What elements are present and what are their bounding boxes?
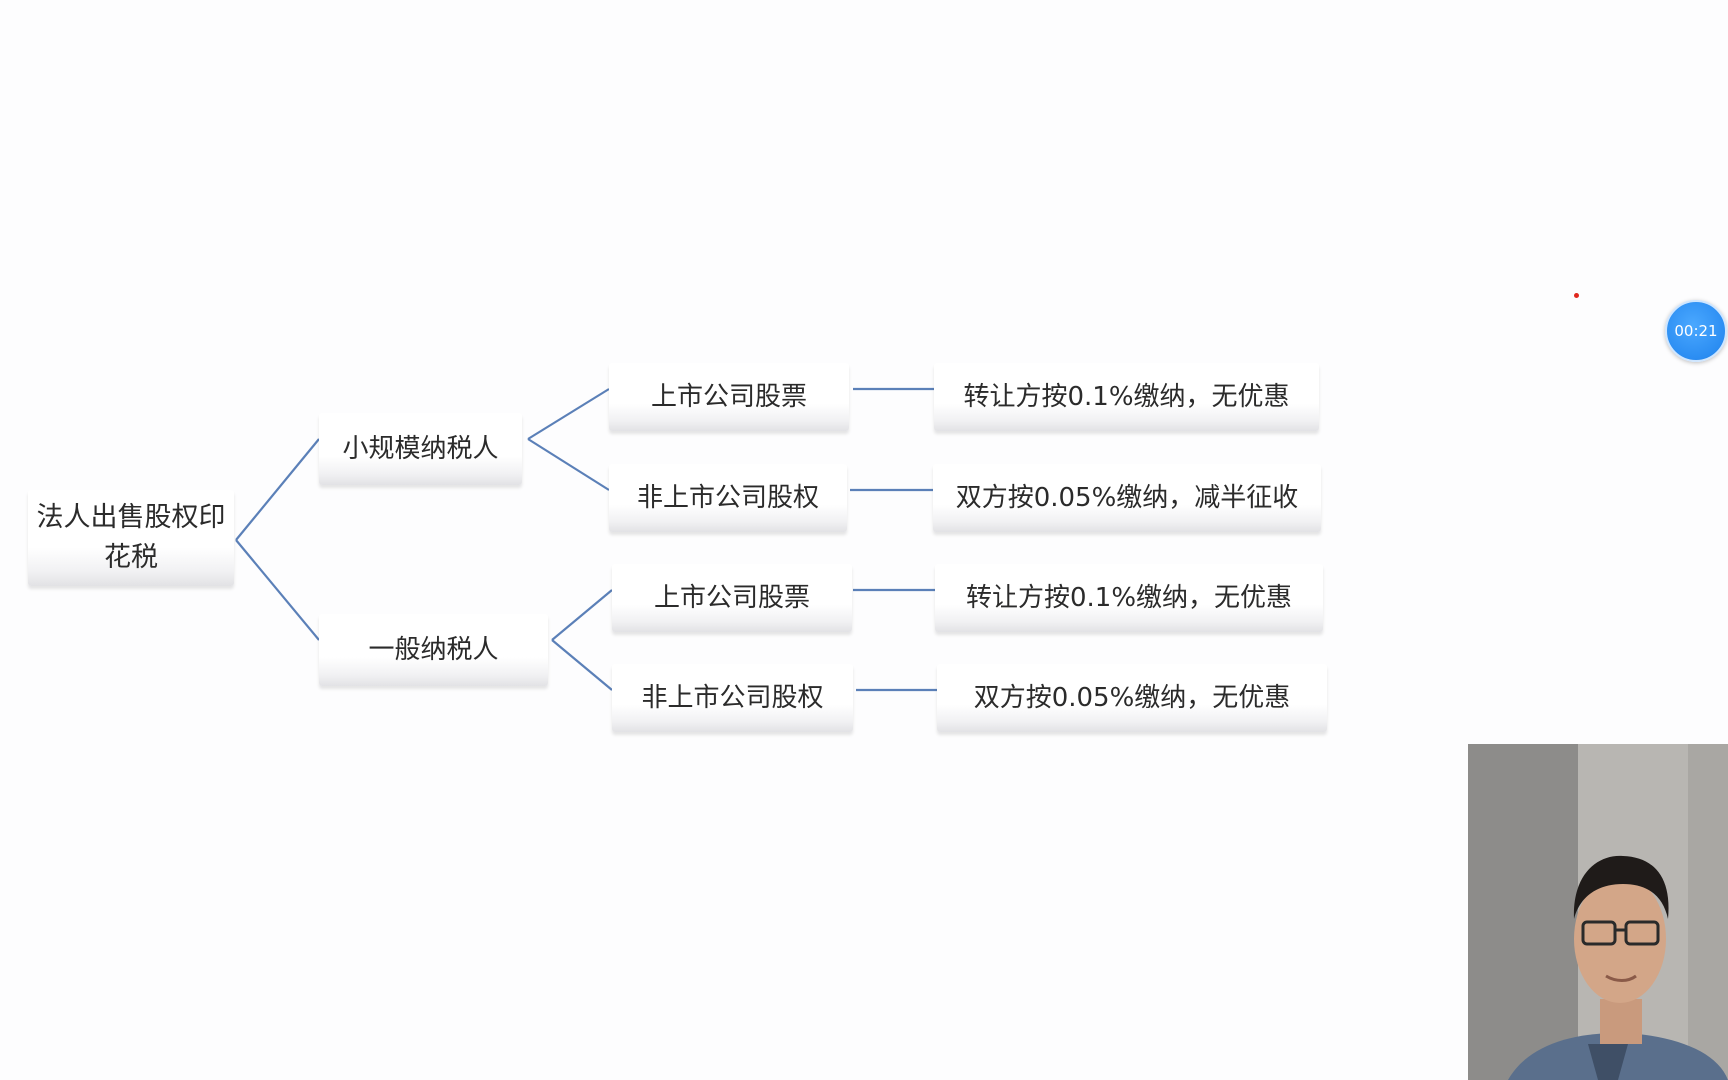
connector-small-to-unlisted — [527, 438, 610, 491]
webcam-overlay[interactable] — [1468, 744, 1728, 1080]
branch-label-small-scale: 小规模纳税人 — [342, 434, 499, 464]
leaf-node-general-listed: 上市公司股票 — [612, 564, 852, 632]
rule-text-general-unlisted: 双方按0.05%缴纳，无优惠 — [973, 683, 1291, 713]
branch-node-general: 一般纳税人 — [319, 614, 548, 686]
rule-node-general-unlisted: 双方按0.05%缴纳，无优惠 — [937, 664, 1327, 732]
branch-label-general: 一般纳税人 — [368, 635, 499, 665]
leaf-node-small-listed: 上市公司股票 — [609, 363, 849, 431]
rule-node-small-listed: 转让方按0.1%缴纳，无优惠 — [934, 363, 1319, 431]
root-label: 法人出售股权印花税 — [36, 502, 226, 573]
leaf-label-general-listed: 上市公司股票 — [653, 583, 810, 613]
leaf-label-small-listed: 上市公司股票 — [650, 382, 807, 412]
rule-node-small-unlisted: 双方按0.05%缴纳，减半征收 — [933, 464, 1321, 532]
rule-text-small-unlisted: 双方按0.05%缴纳，减半征收 — [955, 483, 1299, 513]
connector-root-to-general — [235, 539, 320, 641]
timer-label: 00:21 — [1674, 322, 1718, 340]
connector-general-to-unlisted — [551, 639, 613, 691]
presenter-video-feed-icon — [1468, 744, 1728, 1080]
rule-text-small-listed: 转让方按0.1%缴纳，无优惠 — [963, 382, 1290, 412]
connector-root-to-small — [235, 438, 320, 541]
rule-node-general-listed: 转让方按0.1%缴纳，无优惠 — [935, 564, 1323, 632]
rule-text-general-listed: 转让方按0.1%缴纳，无优惠 — [965, 583, 1293, 613]
connector-small-to-listed — [527, 388, 610, 440]
root-node: 法人出售股权印花税 — [28, 490, 234, 586]
connector-general-to-listed — [551, 589, 613, 641]
laser-pointer-dot — [1574, 293, 1579, 298]
leaf-node-small-unlisted: 非上市公司股权 — [609, 464, 847, 532]
leaf-label-general-unlisted: 非上市公司股权 — [641, 683, 824, 713]
branch-node-small-scale: 小规模纳税人 — [319, 413, 522, 485]
leaf-node-general-unlisted: 非上市公司股权 — [612, 664, 853, 732]
leaf-label-small-unlisted: 非上市公司股权 — [636, 483, 819, 513]
recording-timer-button[interactable]: 00:21 — [1665, 300, 1727, 362]
